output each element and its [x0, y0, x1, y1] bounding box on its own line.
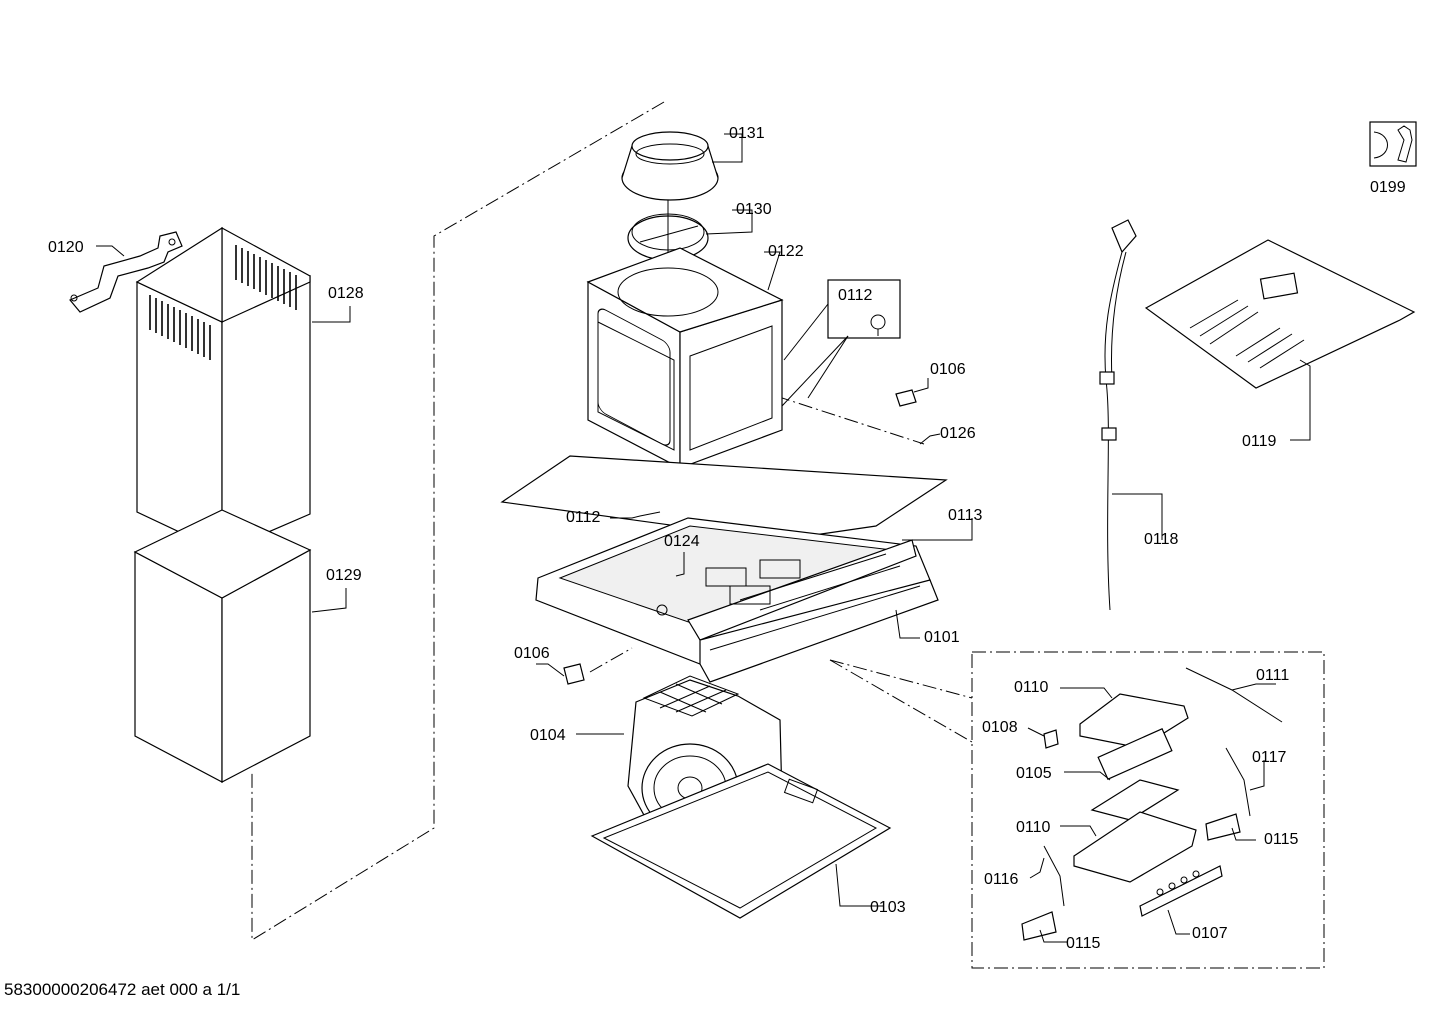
label-0101: 0101 [924, 629, 960, 646]
label-0113: 0113 [948, 507, 983, 524]
label-0131: 0131 [729, 125, 765, 142]
label-0111: 0111 [1256, 667, 1289, 684]
label-0124: 0124 [664, 533, 700, 550]
label-0105: 0105 [1016, 765, 1052, 782]
outlet-ring-0131 [621, 131, 719, 201]
label-0116: 0116 [984, 871, 1019, 888]
vent-slots-front [149, 295, 211, 360]
hood-chassis-0113-0101 [535, 517, 939, 683]
label-0119: 0119 [1242, 433, 1277, 450]
accessory-bag-0119 [1144, 239, 1416, 389]
label-0115-left: 0115 [1066, 935, 1101, 952]
label-0130: 0130 [736, 201, 772, 218]
label-0103: 0103 [870, 899, 906, 916]
label-0112-lower: 0112 [566, 509, 601, 526]
screw-callout-box-0112 [781, 279, 901, 407]
vent-slots-rear [235, 245, 297, 310]
control-module-parts [1021, 667, 1283, 941]
grease-filter-0103 [590, 763, 892, 919]
label-0122: 0122 [768, 243, 804, 260]
label-0120: 0120 [48, 239, 84, 256]
label-0110-upper: 0110 [1014, 679, 1049, 696]
label-0106-lower: 0106 [514, 645, 550, 662]
clip-0106-lower [563, 663, 585, 685]
label-0129: 0129 [326, 567, 362, 584]
label-0117: 0117 [1252, 749, 1287, 766]
label-0112-callout: 0112 [838, 287, 873, 304]
label-0104: 0104 [530, 727, 566, 744]
label-0199: 0199 [1370, 179, 1406, 196]
part-number-labels: 0120 0128 0129 0131 0130 0122 0112 0106 … [48, 125, 1406, 952]
label-0107: 0107 [1192, 925, 1228, 942]
non-return-flap-0130 [627, 200, 709, 261]
label-0126: 0126 [940, 425, 976, 442]
label-0128: 0128 [328, 285, 364, 302]
label-0118: 0118 [1144, 531, 1179, 548]
label-0115-right: 0115 [1264, 831, 1299, 848]
label-0106-upper: 0106 [930, 361, 966, 378]
document-code: 58300000206472 aet 000 a 1/1 [4, 980, 241, 999]
label-0108: 0108 [982, 719, 1018, 736]
clip-0106-upper [895, 389, 917, 407]
leader-lines [96, 133, 1311, 943]
label-0110-lower: 0110 [1016, 819, 1051, 836]
fan-housing-box-0122 [586, 247, 784, 469]
mounting-bracket-0120 [69, 231, 183, 313]
upper-chimney-0128 [135, 226, 311, 553]
wrench-service-icon [1369, 121, 1417, 167]
power-cord-0118 [1099, 219, 1137, 611]
assembly-guide-lines [251, 101, 1325, 969]
lower-chimney-0129 [133, 509, 312, 783]
